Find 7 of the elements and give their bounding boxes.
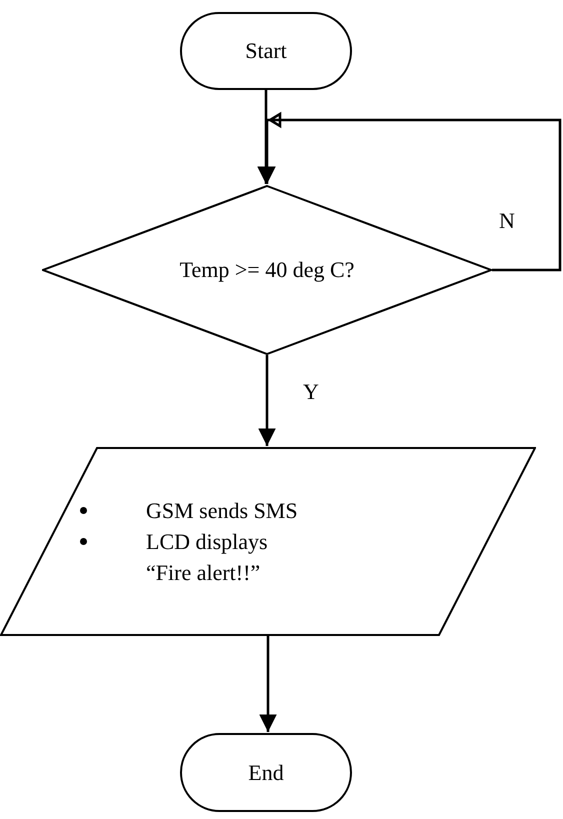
list-item-text: LCD displays “Fire alert!!” xyxy=(146,528,269,587)
list-item-text: GSM sends SMS xyxy=(146,497,298,525)
node-label: Start xyxy=(245,38,287,64)
arrow xyxy=(259,636,277,732)
node-label: Temp >= 40 deg C? xyxy=(180,257,354,283)
arrow xyxy=(258,355,276,446)
node-label: End xyxy=(248,760,284,786)
